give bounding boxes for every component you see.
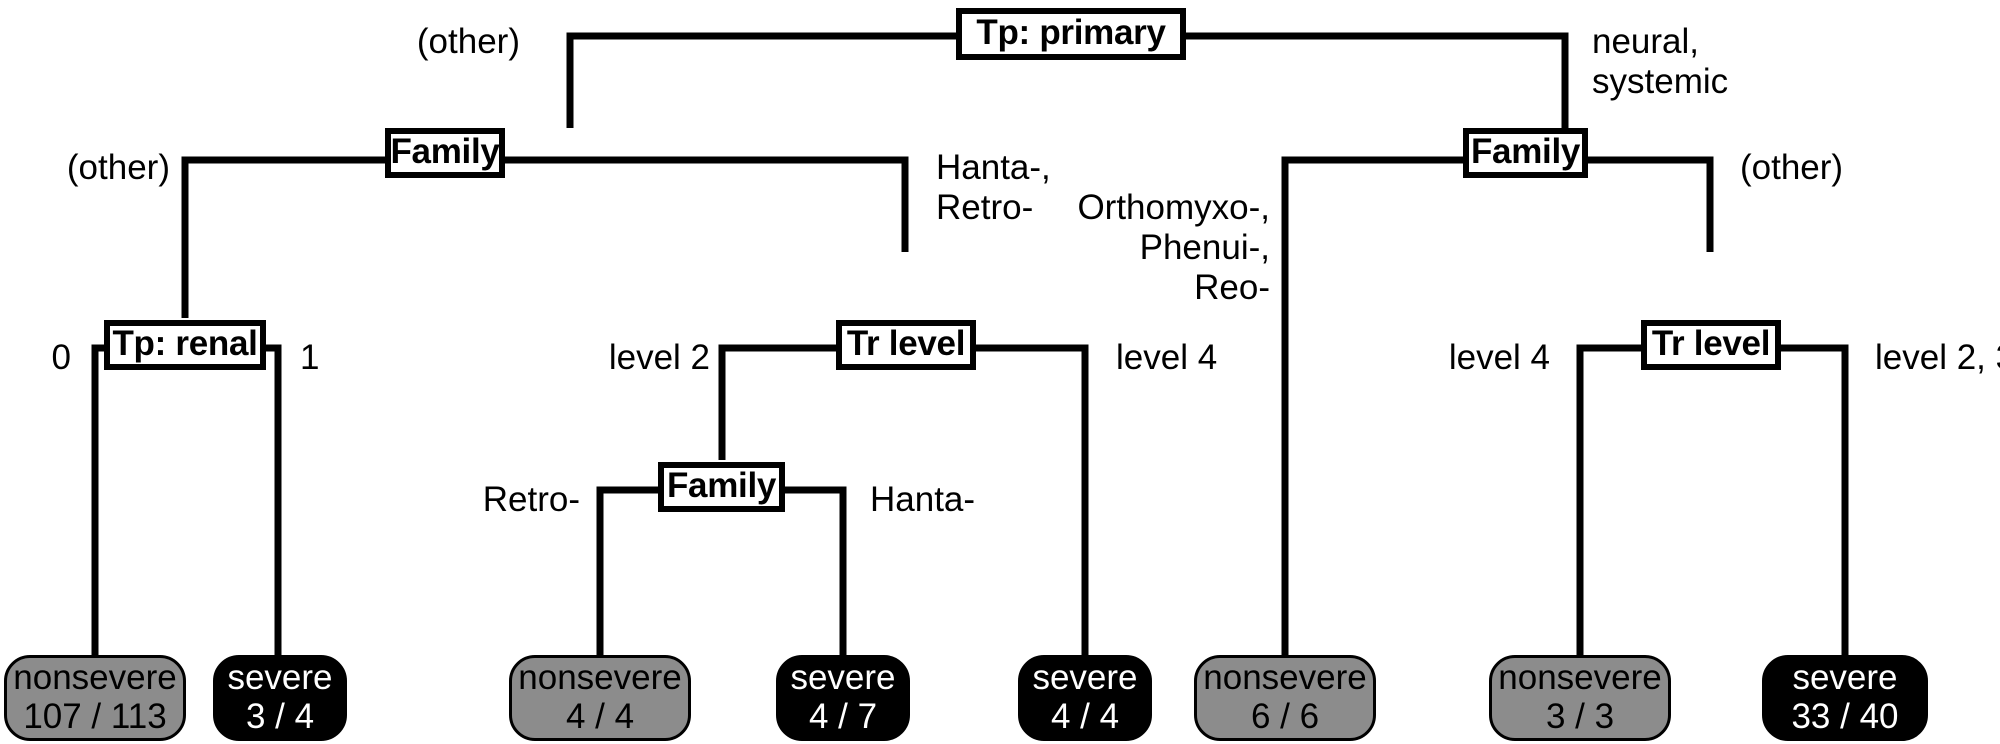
edge-label-family-right-orthomyxo: Orthomyxo-, Phenui-, Reo- — [1077, 188, 1270, 307]
node-label: Tr level — [1651, 324, 1771, 363]
leaf-node[interactable]: nonsevere 6 / 6 — [1194, 655, 1376, 741]
leaf-class-label: nonsevere — [518, 657, 682, 697]
edge-familydeep-to-leaf3 — [596, 486, 660, 655]
leaf-count: 4 / 7 — [808, 697, 878, 736]
edge-familyL-to-tprenal — [181, 156, 385, 318]
edge-label-family-right-other: (other) — [1740, 148, 1844, 187]
leaf-node[interactable]: nonsevere 107 / 113 — [4, 655, 186, 741]
edge-label-trlevel-right-level4: level 4 — [1448, 338, 1550, 377]
node-family-left[interactable]: Family — [385, 128, 505, 178]
leaf-class-label: severe — [1792, 657, 1898, 697]
leaf-count: 4 / 4 — [565, 697, 635, 736]
leaf-class-label: nonsevere — [1498, 657, 1662, 697]
node-tr-level-left[interactable]: Tr level — [836, 320, 976, 370]
edge-label-family-left-hanta-retro: Hanta-, Retro- — [936, 148, 1051, 227]
leaf-class-label: severe — [1032, 657, 1138, 697]
leaf-class-label: nonsevere — [1203, 657, 1367, 697]
leaf-count: 6 / 6 — [1250, 697, 1320, 736]
node-label: Family — [1470, 132, 1581, 171]
edge-familyR-to-leaf6 — [1281, 156, 1463, 655]
edge-root-to-family-right — [1186, 32, 1569, 128]
node-tp-renal[interactable]: Tp: renal — [104, 320, 266, 370]
edge-trlevelR-to-leaf7 — [1576, 344, 1645, 655]
edge-trlevelL-to-familydeep — [718, 344, 840, 460]
edge-label-familydeep-hanta: Hanta- — [870, 480, 976, 519]
edge-label-tprenal-1: 1 — [300, 338, 320, 377]
edge-label-trlevel-left-level4: level 4 — [1116, 338, 1218, 377]
leaf-node[interactable]: severe 33 / 40 — [1762, 655, 1928, 741]
leaf-node[interactable]: nonsevere 4 / 4 — [509, 655, 691, 741]
edge-familydeep-to-leaf4 — [783, 486, 847, 655]
edge-trlevelL-to-leaf5 — [970, 344, 1089, 655]
edge-label-familydeep-retro: Retro- — [482, 480, 580, 519]
edge-label-trlevel-right-level23: level 2, 3 — [1875, 338, 2000, 377]
edge-tprenal-to-leaf2 — [245, 344, 282, 655]
edge-label-tprenal-0: 0 — [51, 338, 71, 377]
edge-familyR-to-trlevelR — [1588, 156, 1714, 252]
edge-root-to-family-left — [566, 32, 956, 128]
edge-label-root-left: (other) — [416, 22, 520, 61]
edge-label-root-right: neural, systemic — [1592, 22, 1729, 101]
leaf-count: 3 / 4 — [245, 697, 315, 736]
node-family-deep[interactable]: Family — [658, 462, 785, 512]
leaf-class-label: severe — [227, 657, 333, 697]
edge-tprenal-to-leaf1 — [91, 344, 127, 655]
node-label: Tp: primary — [976, 13, 1166, 52]
node-family-right[interactable]: Family — [1463, 128, 1588, 178]
node-label: Family — [390, 132, 500, 171]
edge-label-family-left-other: (other) — [66, 148, 170, 187]
edge-familyL-to-trlevelL — [505, 156, 909, 252]
node-label: Tr level — [846, 324, 966, 363]
leaf-node[interactable]: severe 4 / 4 — [1018, 655, 1152, 741]
node-label: Family — [666, 466, 777, 505]
edge-trlevelR-to-leaf8 — [1775, 344, 1849, 655]
leaf-count: 3 / 3 — [1545, 697, 1615, 736]
node-label: Tp: renal — [112, 324, 258, 363]
leaf-node[interactable]: severe 4 / 7 — [776, 655, 910, 741]
leaf-node[interactable]: severe 3 / 4 — [213, 655, 347, 741]
leaf-count: 33 / 40 — [1791, 697, 1899, 736]
node-tr-level-right[interactable]: Tr level — [1641, 320, 1781, 370]
node-tp-primary[interactable]: Tp: primary — [956, 8, 1186, 60]
leaf-class-label: nonsevere — [13, 657, 177, 697]
leaf-count: 107 / 113 — [23, 697, 167, 736]
edge-label-trlevel-left-level2: level 2 — [608, 338, 710, 377]
leaf-node[interactable]: nonsevere 3 / 3 — [1489, 655, 1671, 741]
leaf-class-label: severe — [790, 657, 896, 697]
leaf-count: 4 / 4 — [1050, 697, 1120, 736]
